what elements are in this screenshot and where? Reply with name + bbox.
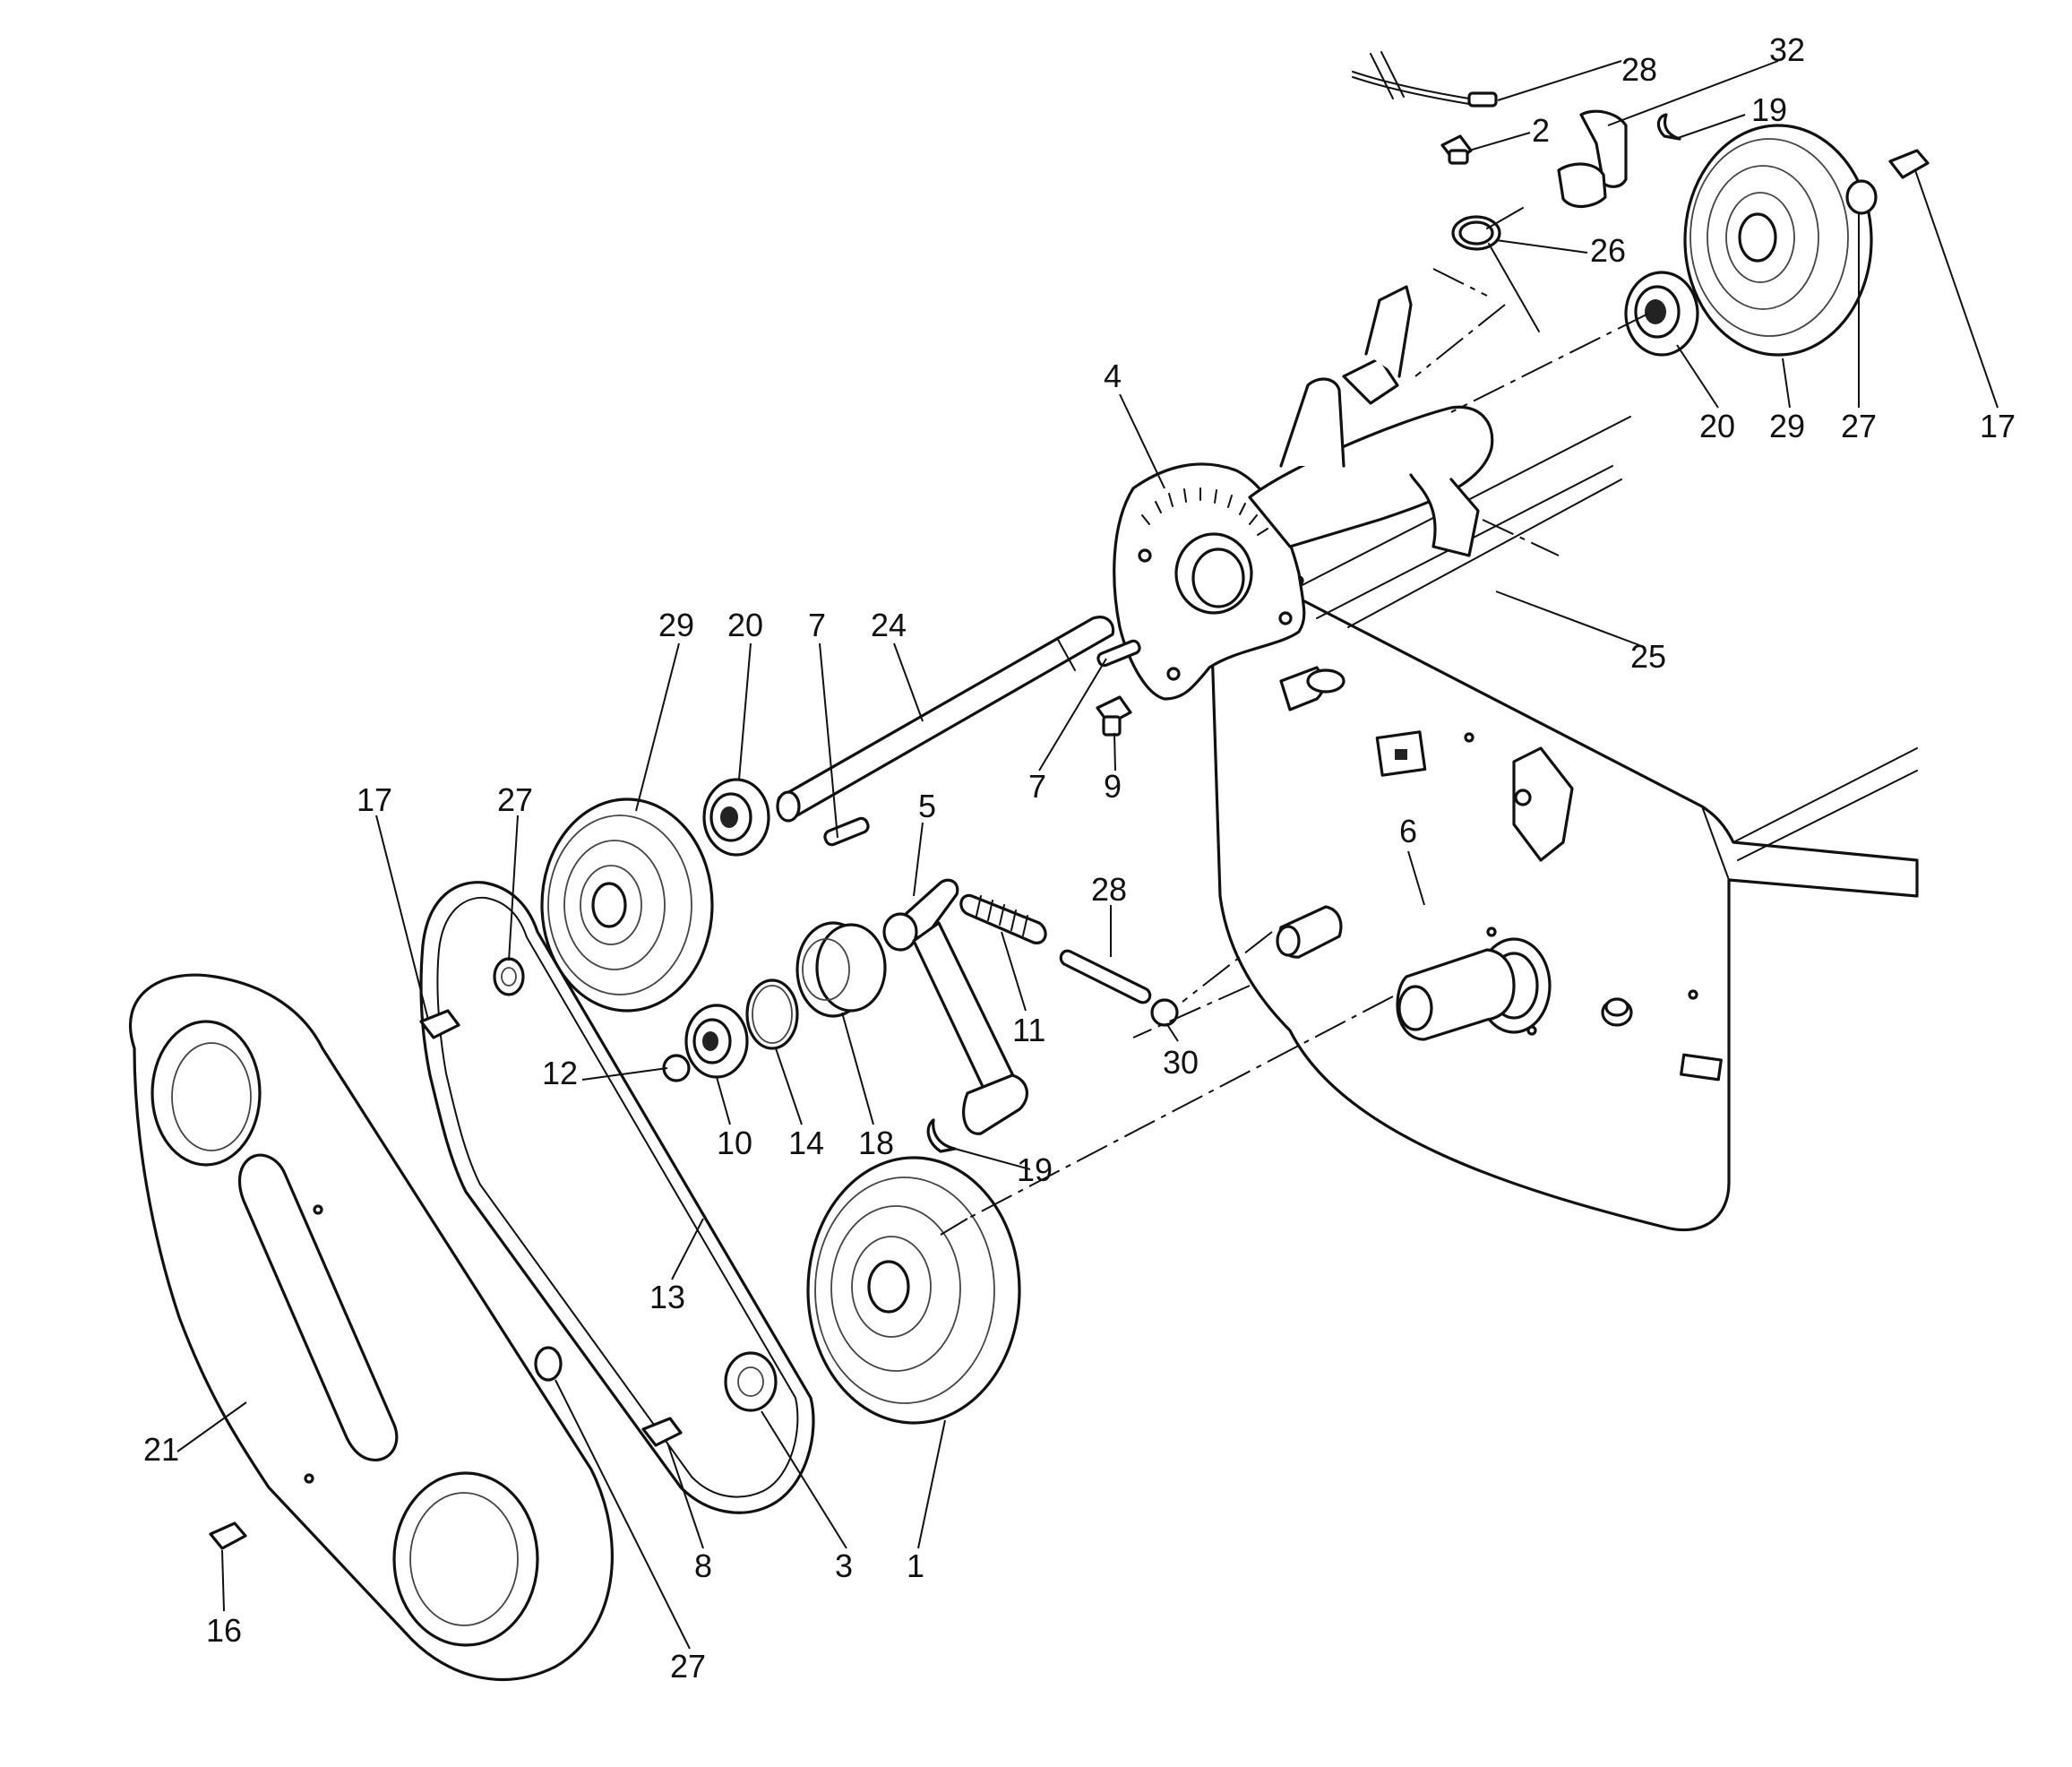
e-clip-19-top	[1656, 113, 1681, 141]
callout-25: 25	[1630, 638, 1666, 675]
pulley-29-left	[540, 797, 714, 1013]
clip-32	[1557, 109, 1628, 208]
bolt-17-top	[1888, 149, 1930, 179]
callout-12: 11	[1012, 1012, 1045, 1048]
bolt-10	[209, 1521, 247, 1550]
callout-29-top: 29	[1769, 408, 1805, 444]
callout-26: 26	[1590, 232, 1626, 269]
callout-14: 13	[649, 1279, 685, 1315]
callout-8: 8	[694, 1547, 712, 1584]
callout-27-cover: 27	[670, 1648, 706, 1685]
callout-18: 18	[858, 1125, 894, 1161]
bearing-11	[684, 1004, 749, 1079]
callout-20-left: 20	[727, 607, 763, 643]
belt-14	[419, 881, 815, 1514]
callout-16: 14	[788, 1125, 824, 1161]
ring-16	[745, 978, 799, 1050]
washer-27-cover	[534, 1346, 563, 1382]
cable-31	[1352, 51, 1498, 108]
screw-2	[1440, 134, 1473, 165]
key-7-b	[823, 816, 870, 847]
callout-9: 9	[1104, 768, 1122, 805]
belt-cover-21	[128, 973, 614, 1681]
nut-30	[1150, 998, 1179, 1027]
bracket-assembly-3	[1113, 285, 1494, 701]
callout-2: 2	[1532, 112, 1550, 149]
callout-4: 5	[918, 788, 936, 824]
shaft-24	[776, 616, 1115, 823]
callout-10: 16	[206, 1612, 242, 1649]
leader-lines	[176, 60, 1999, 1650]
callout-19-top: 19	[1751, 91, 1787, 128]
callout-17-left: 17	[357, 781, 392, 818]
callout-20-top: 20	[1699, 408, 1735, 444]
callout-27-belt: 27	[497, 781, 533, 818]
callout-labels: 28 32 2 19 26 20 29 27 17 4 25 29 20 7 2…	[143, 31, 2016, 1685]
pulley-29-top	[1683, 124, 1873, 357]
pulley-1	[806, 1156, 1021, 1425]
lever-4	[882, 878, 1028, 1135]
bolt-8	[641, 1417, 683, 1447]
key-7-a	[1096, 639, 1141, 668]
rod-28	[1059, 949, 1152, 1004]
callout-11: 10	[717, 1125, 752, 1161]
spring-26	[1451, 207, 1540, 332]
callout-7-a: 7	[808, 607, 826, 643]
bearing-20-left	[702, 778, 770, 857]
callout-32: 32	[1769, 31, 1805, 68]
bearing-20-top	[1624, 271, 1699, 357]
callout-3: 4	[1104, 358, 1122, 394]
callout-27-top: 27	[1841, 408, 1877, 444]
callout-28: 28	[1091, 871, 1127, 908]
e-clip-19-bottom	[926, 1118, 957, 1153]
callout-7-b: 7	[1028, 768, 1046, 805]
callout-6: 6	[1399, 813, 1417, 849]
nut-13	[662, 1054, 691, 1082]
washer-27-belt	[493, 957, 525, 996]
callout-1: 1	[907, 1547, 924, 1584]
spring-12	[959, 893, 1047, 944]
callout-5: 3	[835, 1547, 853, 1584]
callout-21: 21	[143, 1431, 179, 1468]
screw-9	[1096, 695, 1132, 737]
idler-18	[795, 921, 887, 1018]
callout-19-bottom: 19	[1017, 1151, 1053, 1188]
housing-plate	[1209, 416, 1919, 1232]
spacer-5	[724, 1351, 778, 1412]
axis-lines	[940, 268, 1649, 1236]
bolt-17-left	[419, 1009, 460, 1039]
callout-29-left: 29	[658, 607, 694, 643]
washer-27-top	[1845, 179, 1878, 215]
callout-30: 30	[1163, 1044, 1199, 1081]
callout-31: 28	[1621, 51, 1657, 88]
callout-13: 12	[542, 1055, 578, 1091]
callout-24: 24	[871, 607, 907, 643]
callout-17-top: 17	[1980, 408, 2016, 444]
